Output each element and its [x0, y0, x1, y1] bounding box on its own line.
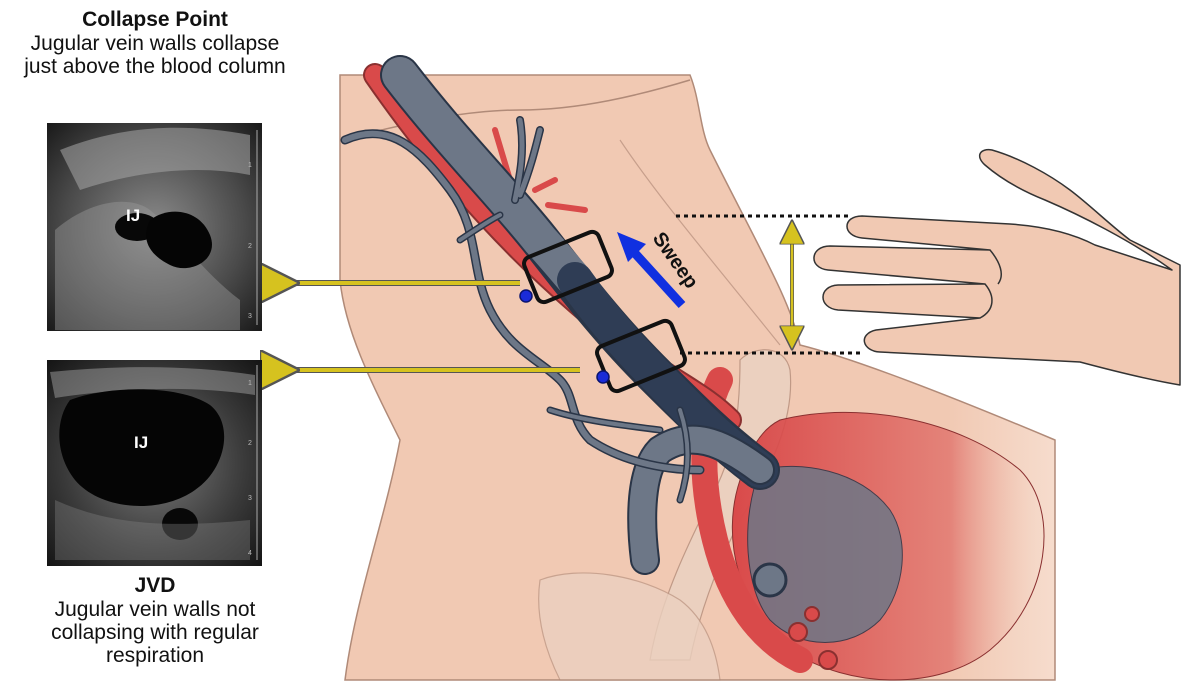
caption-jvd: JVD Jugular vein walls not collapsing wi… — [20, 574, 290, 667]
svg-text:2: 2 — [248, 243, 252, 250]
svg-text:3: 3 — [248, 495, 252, 502]
ultrasound-image-top: IJ 1 2 3 — [47, 123, 262, 331]
ij-label-top: IJ — [126, 206, 140, 225]
height-reference — [676, 214, 862, 355]
depth-scale-bottom: 1 2 3 4 — [248, 365, 258, 560]
depth-scale-top: 1 2 3 — [248, 130, 258, 325]
svg-text:2: 2 — [248, 440, 252, 447]
probe-box-icon-upper — [519, 229, 614, 305]
svg-text:3: 3 — [248, 313, 252, 320]
internal-jugular-vein — [380, 55, 780, 575]
svg-text:1: 1 — [248, 380, 252, 387]
external-jugular-vein — [340, 116, 705, 504]
ultrasound-image-bottom: IJ 1 2 3 4 — [47, 360, 262, 566]
caption-collapse-point: Collapse Point Jugular vein walls collap… — [20, 8, 290, 78]
ij-label-bottom: IJ — [134, 433, 148, 452]
svg-text:4: 4 — [248, 550, 252, 557]
caption-title-jvd: JVD — [134, 574, 176, 597]
caption-body-collapse-point: Jugular vein walls collapse just above t… — [24, 32, 286, 78]
svg-text:1: 1 — [248, 162, 252, 169]
caption-title-collapse-point: Collapse Point — [82, 8, 228, 31]
hand-icon — [813, 148, 1181, 386]
probe-box-icon-lower — [595, 318, 687, 394]
heart — [691, 367, 1045, 681]
caption-body-jvd: Jugular vein walls not collapsing with r… — [51, 598, 259, 667]
